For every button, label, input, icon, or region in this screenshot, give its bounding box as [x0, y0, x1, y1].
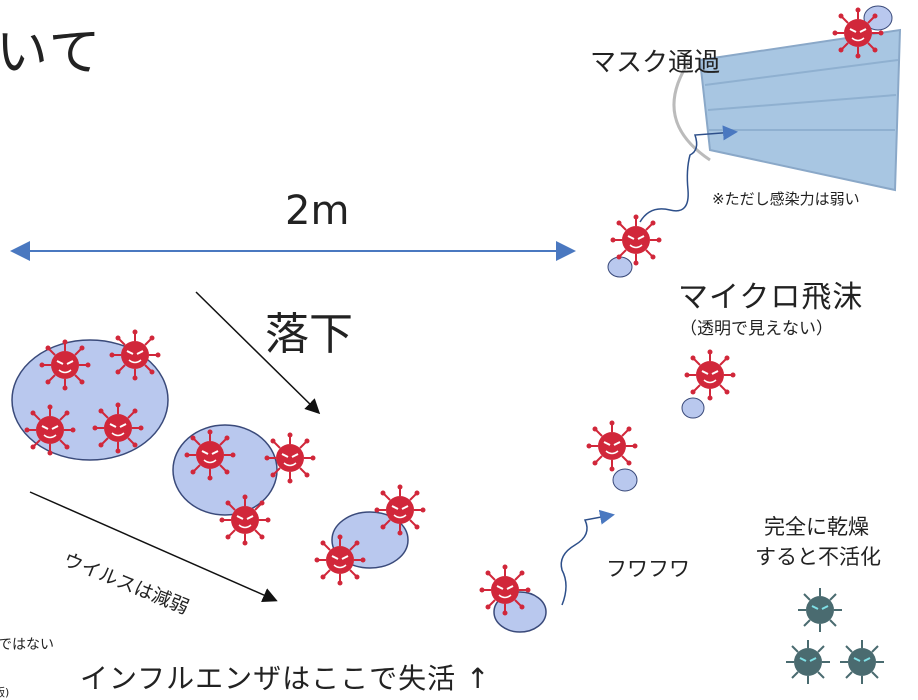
- fall-arrow: [195, 291, 321, 415]
- page-title-fragment: いて: [0, 23, 103, 83]
- fluffy-arrow: [560, 509, 615, 606]
- fluffy-label: フワフワ: [606, 557, 690, 581]
- dry-label-line2: すると不活化: [755, 545, 881, 569]
- influenza-label: インフルエンザはここで失活 ↑: [80, 662, 491, 695]
- mask-note: ※ただし感染力は弱い: [712, 190, 860, 208]
- micro-droplet-label: マイクロ飛沫: [678, 280, 864, 315]
- dry-label-line1: 完全に乾燥: [764, 515, 869, 539]
- fall-label: 落下: [265, 309, 353, 360]
- weaken-arrow: [29, 491, 278, 603]
- cut-text-2: 版): [0, 686, 10, 699]
- mask-image: [672, 28, 902, 192]
- mask-path-arrow: [639, 125, 738, 223]
- cut-text-1: ではない: [0, 637, 54, 653]
- inactive-virus-group: [785, 587, 885, 685]
- mask-label: マスク通過: [590, 48, 721, 78]
- micro-droplet-sublabel: （透明で見えない）: [680, 319, 833, 339]
- distance-label: 2m: [285, 188, 350, 234]
